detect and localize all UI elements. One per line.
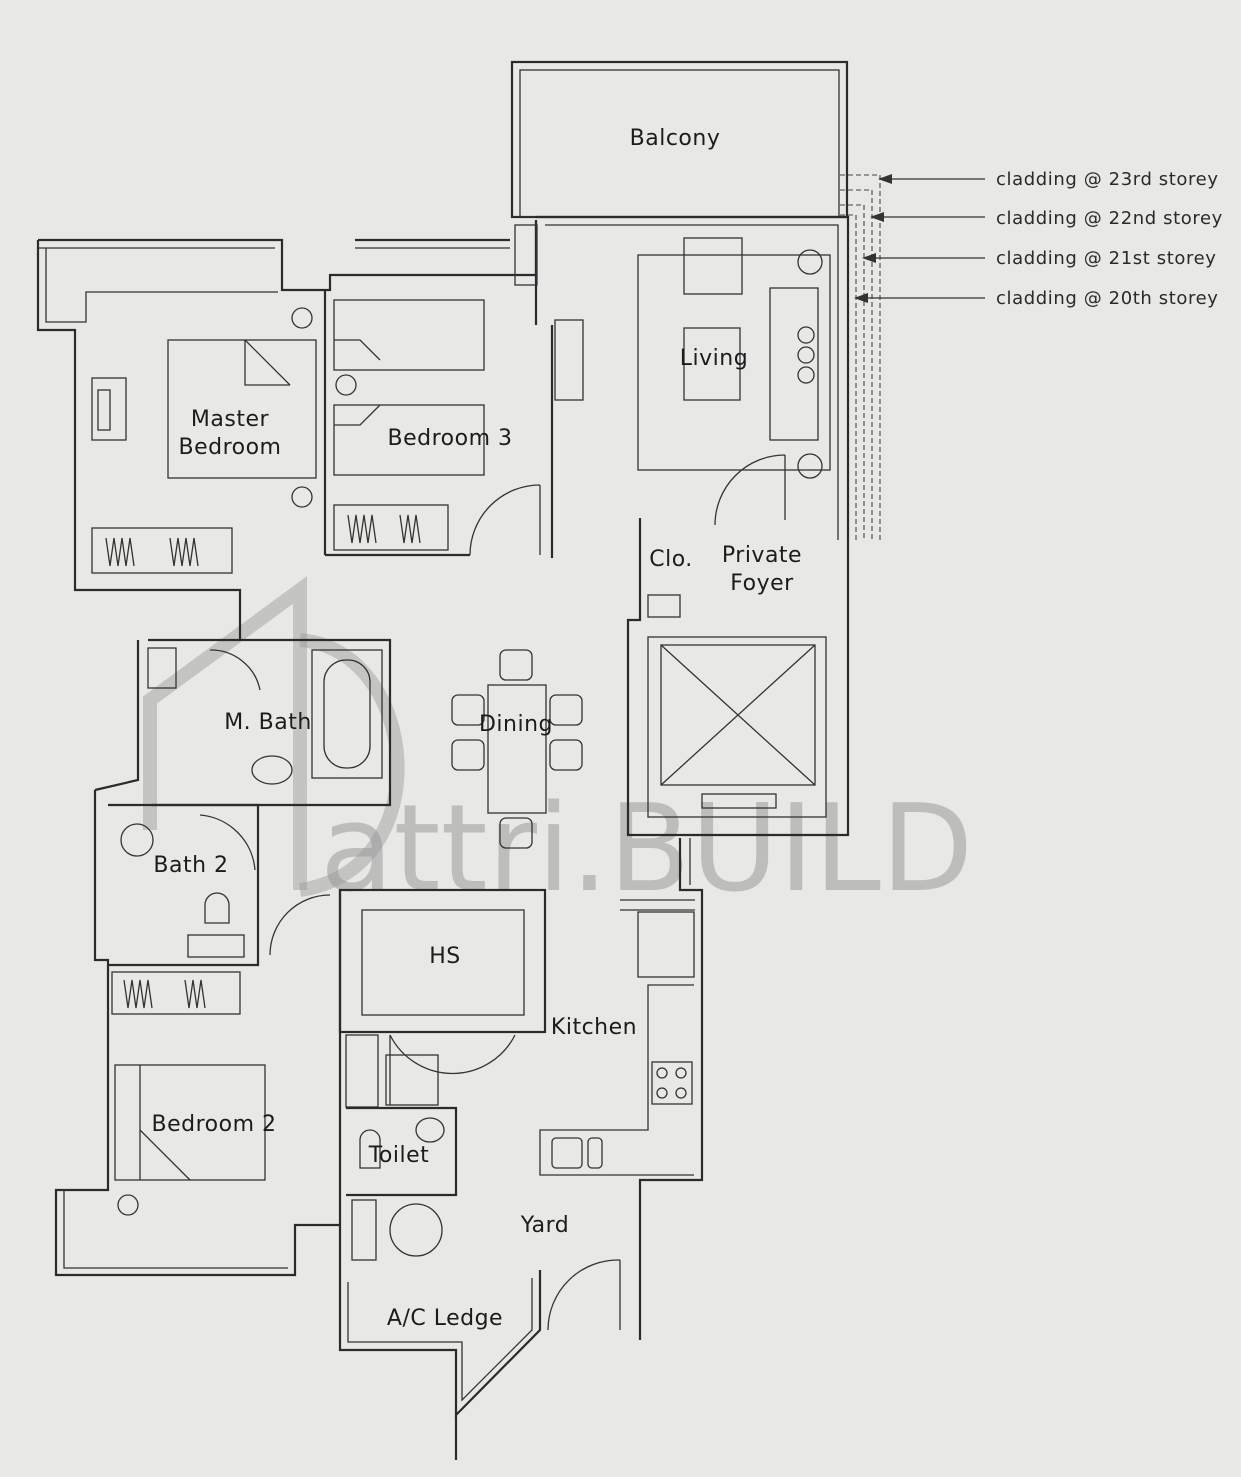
label-ac-ledge: A/C Ledge (387, 1306, 503, 1331)
cladding-notes: cladding @ 23rd storey cladding @ 22nd s… (854, 169, 1223, 309)
label-living: Living (680, 346, 748, 371)
label-closet: Clo. (649, 547, 693, 572)
label-private-foyer-1: Private (722, 543, 802, 568)
label-bedroom-2: Bedroom 2 (152, 1112, 277, 1137)
label-bath-2: Bath 2 (153, 853, 228, 878)
label-toilet: Toilet (368, 1143, 430, 1168)
label-kitchen: Kitchen (551, 1015, 637, 1040)
cladding-note-23: cladding @ 23rd storey (996, 169, 1219, 190)
label-master-bedroom-1: Master (191, 407, 270, 432)
room-labels: Balcony Living Master Bedroom Bedroom 3 … (152, 126, 802, 1331)
label-yard: Yard (520, 1213, 570, 1238)
interior-details (91, 174, 881, 1331)
cladding-note-20: cladding @ 20th storey (996, 288, 1219, 309)
cladding-note-21: cladding @ 21st storey (996, 248, 1217, 269)
label-private-foyer-2: Foyer (730, 571, 794, 596)
label-master-bedroom-2: Bedroom (178, 435, 281, 460)
label-dining: Dining (479, 712, 553, 737)
exterior-walls (36, 60, 850, 1460)
label-hs: HS (429, 944, 461, 969)
cladding-note-22: cladding @ 22nd storey (996, 208, 1223, 229)
label-bedroom-3: Bedroom 3 (388, 426, 513, 451)
watermark: attri.BUILD (143, 576, 973, 919)
label-master-bath: M. Bath (224, 710, 312, 735)
label-balcony: Balcony (630, 126, 721, 151)
watermark-text: attri.BUILD (320, 780, 973, 919)
